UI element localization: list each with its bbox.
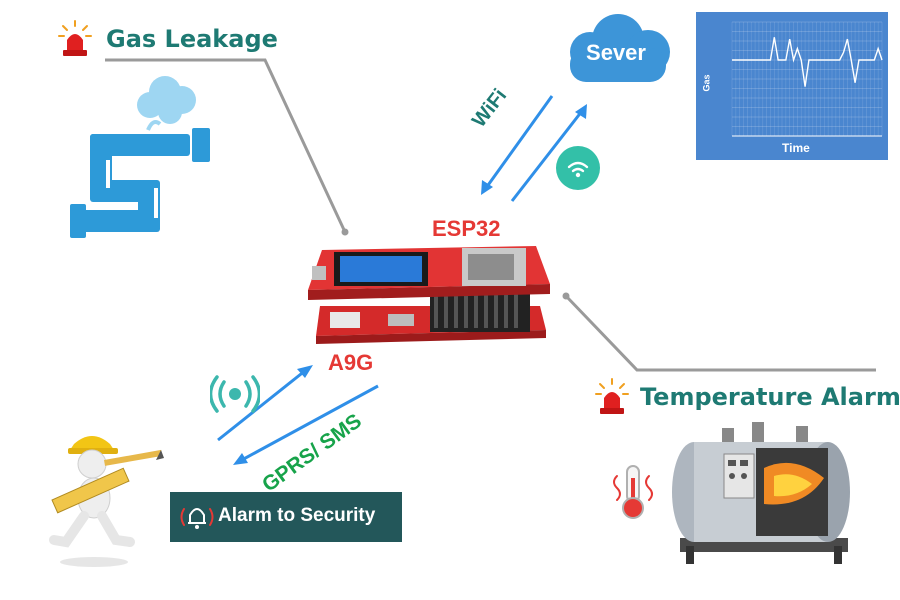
- alarm-to-security-label: Alarm to Security: [218, 505, 375, 527]
- boiler-icon: [666, 418, 856, 568]
- alarm-to-security-box: Alarm to Security: [170, 492, 402, 542]
- board-icon: [300, 238, 560, 348]
- gas-leakage-label: Gas Leakage: [106, 25, 278, 53]
- signal-icon: [210, 374, 260, 414]
- worker-icon: [44, 430, 164, 570]
- wifi-icon: [556, 146, 600, 190]
- gas-chart: Gas Time: [696, 12, 888, 160]
- a9g-label: A9G: [328, 350, 373, 376]
- gas-siren-icon: [58, 20, 92, 58]
- gas-chart-plot: [696, 12, 888, 160]
- server-label: Sever: [580, 40, 652, 66]
- temperature-connector-line: [566, 296, 876, 370]
- bell-icon: [178, 501, 216, 533]
- temperature-siren-icon: [594, 378, 630, 416]
- pipe-leak-icon: [70, 70, 220, 240]
- chart-xlabel: Time: [782, 141, 810, 155]
- thermometer-icon: [608, 462, 658, 522]
- temperature-alarm-label: Temperature Alarm: [640, 383, 900, 411]
- chart-ylabel: Gas: [702, 74, 712, 91]
